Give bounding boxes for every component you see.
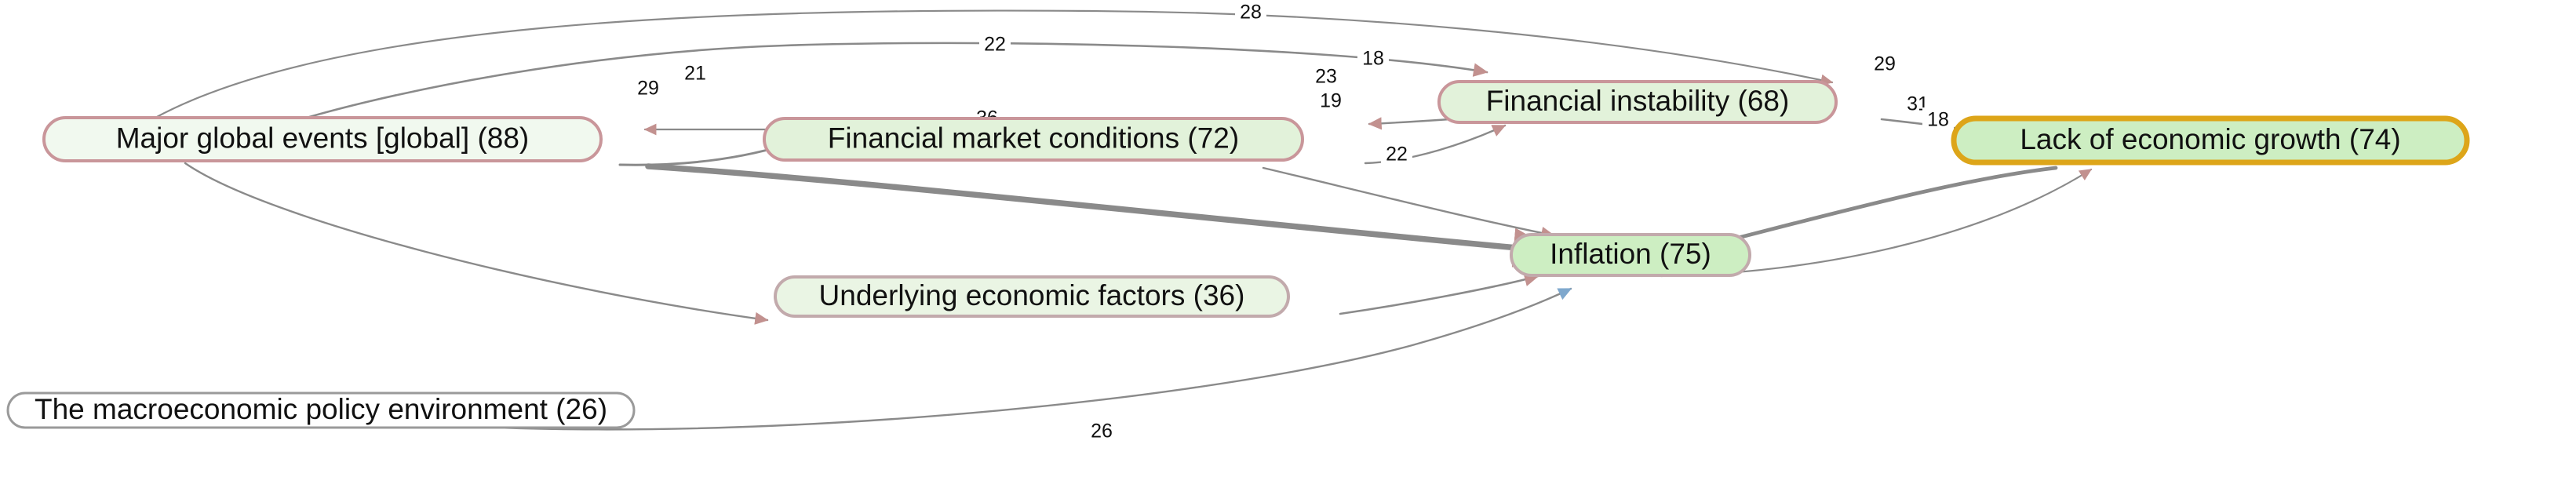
edge-weight-label: 28 xyxy=(1240,2,1262,24)
edge-label-halo xyxy=(1310,64,1342,91)
edge-weight-label: 23 xyxy=(1315,66,1337,88)
edge-label-halo xyxy=(1235,0,1266,27)
graph-edge[interactable] xyxy=(300,42,1488,121)
edge-label-halo xyxy=(1086,419,1117,446)
graph-node-financial-instability[interactable]: Financial instability (68) xyxy=(1437,80,1838,124)
node-label: Lack of economic growth (74) xyxy=(2020,123,2400,155)
graph-edge[interactable] xyxy=(1262,166,1555,239)
node-shape[interactable] xyxy=(763,117,1304,162)
node-shape[interactable] xyxy=(1951,115,2470,166)
graph-node-lack-of-economic-growth[interactable]: Lack of economic growth (74) xyxy=(1951,115,2470,166)
edge-label-halo xyxy=(1357,46,1389,73)
edge-weight-label: 18 xyxy=(1362,48,1384,70)
edge-label-halo xyxy=(1869,52,1900,78)
graph-node-inflation[interactable]: Inflation (75) xyxy=(1510,233,1751,277)
edge-label-halo xyxy=(680,61,711,88)
node-shape[interactable] xyxy=(774,275,1290,318)
node-label: Underlying economic factors (36) xyxy=(819,279,1245,311)
node-shape[interactable] xyxy=(1510,233,1751,277)
graph-node-macroeconomic-policy-environment[interactable]: The macroeconomic policy environment (26… xyxy=(6,391,636,429)
graph-edge[interactable] xyxy=(645,163,1556,268)
node-label: Financial instability (68) xyxy=(1486,85,1790,117)
edge-weight-label: 29 xyxy=(637,78,659,100)
node-label: The macroeconomic policy environment (26… xyxy=(35,393,607,425)
edge-label-halo xyxy=(979,32,1011,59)
node-label: Financial market conditions (72) xyxy=(828,122,1239,154)
nodes-layer: Major global events [global] (88) Financi… xyxy=(6,80,2470,429)
node-label: Inflation (75) xyxy=(1550,238,1711,270)
graph-node-financial-market-conditions[interactable]: Financial market conditions (72) xyxy=(763,117,1304,162)
graph-node-underlying-economic-factors[interactable]: Underlying economic factors (36) xyxy=(774,275,1290,318)
node-shape[interactable] xyxy=(1437,80,1838,124)
node-shape[interactable] xyxy=(42,116,603,162)
graph-edge[interactable] xyxy=(184,162,769,325)
edge-weight-label: 21 xyxy=(684,63,706,85)
graph-node-major-global-events[interactable]: Major global events [global] (88) xyxy=(42,116,603,162)
edge-label-halo xyxy=(632,76,664,103)
edge-labels-layer: 2822212918232936191922311826 xyxy=(546,0,1954,446)
edge-weight-label: 18 xyxy=(1927,109,1949,131)
edge-weight-label: 29 xyxy=(1874,53,1896,75)
graph-edge[interactable] xyxy=(154,9,1834,119)
edge-weight-label: 22 xyxy=(1386,144,1408,166)
node-label: Major global events [global] (88) xyxy=(116,122,530,154)
graph-edge[interactable] xyxy=(618,141,786,166)
edge-label-halo xyxy=(1381,142,1412,169)
edges-layer xyxy=(154,9,2093,431)
edge-label-halo xyxy=(1315,89,1346,115)
graph-edge[interactable] xyxy=(315,287,1572,431)
edge-label-halo xyxy=(1922,107,1954,134)
node-shape[interactable] xyxy=(6,391,636,429)
edge-weight-label: 19 xyxy=(1320,90,1342,112)
graph-edge[interactable] xyxy=(1339,272,1539,315)
edge-weight-label: 22 xyxy=(984,34,1006,56)
edge-weight-label: 26 xyxy=(1091,421,1113,442)
